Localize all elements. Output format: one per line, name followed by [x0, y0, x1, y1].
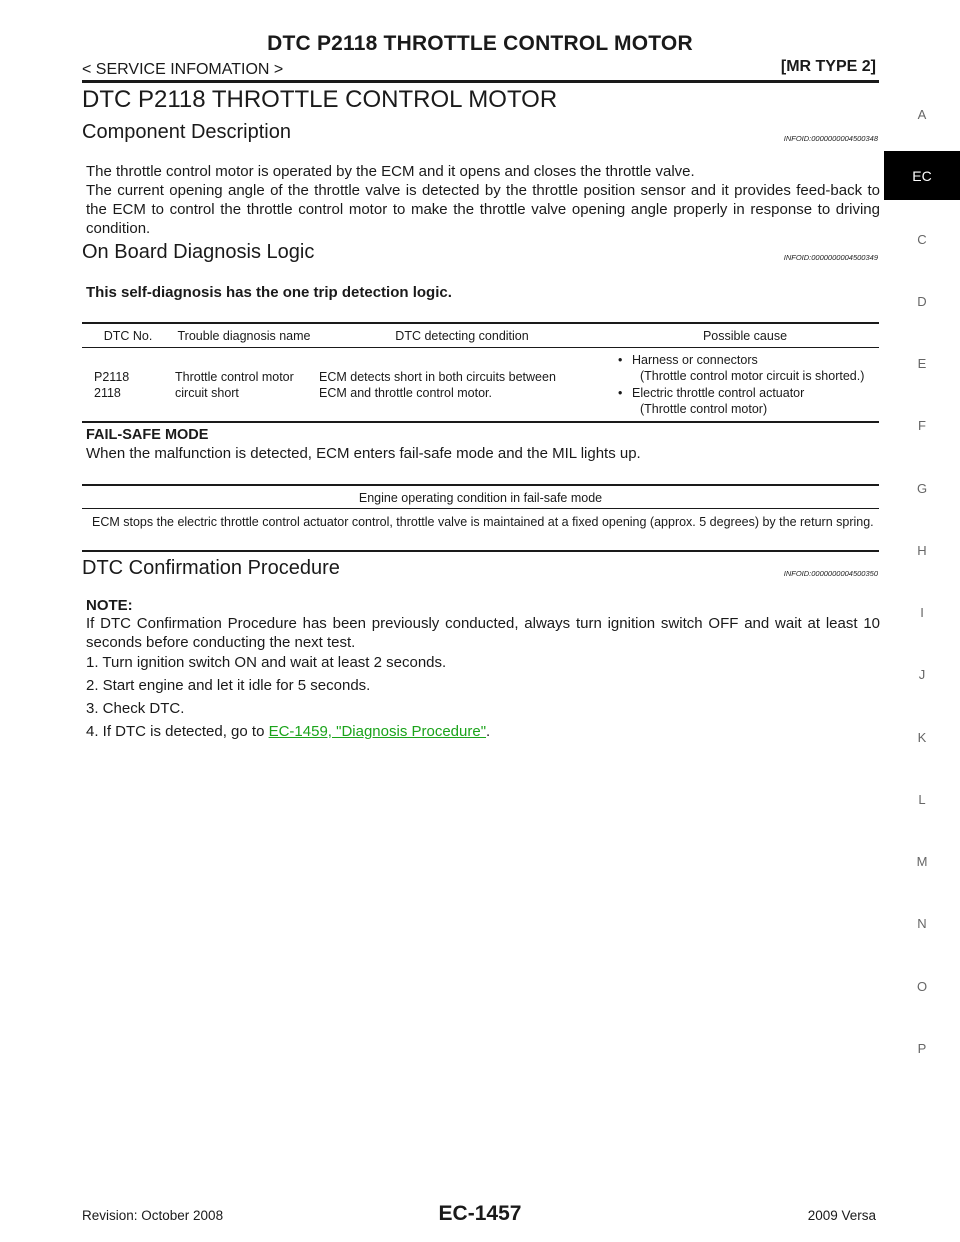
failsafe-table-bottom-rule [82, 550, 879, 552]
sidebar-tab-active[interactable]: EC [884, 151, 960, 200]
note-label: NOTE: [86, 597, 133, 614]
step-3: 3. Check DTC. [86, 700, 185, 717]
component-infoid: INFOID:0000000004500348 [783, 134, 878, 143]
footer-vehicle: 2009 Versa [807, 1208, 876, 1223]
fail-safe-text: When the malfunction is detected, ECM en… [86, 445, 641, 462]
sidebar-index-p[interactable]: P [917, 1041, 927, 1056]
sidebar-index-e[interactable]: E [917, 356, 927, 371]
dtc-table-header-cause: Possible cause [702, 329, 788, 343]
possible-cause-1-detail: (Throttle control motor circuit is short… [640, 369, 865, 383]
section-label: < SERVICE INFOMATION > [82, 61, 284, 78]
sidebar-index-l[interactable]: L [918, 792, 926, 807]
failsafe-table-top-rule [82, 484, 879, 486]
sidebar-index-g[interactable]: G [916, 481, 928, 496]
step-1: 1. Turn ignition switch ON and wait at l… [86, 654, 447, 671]
dtc-code-2: 2118 [94, 386, 121, 400]
sidebar-index-n[interactable]: N [917, 916, 927, 931]
page-header-title: DTC P2118 THROTTLE CONTROL MOTOR [267, 32, 693, 55]
trouble-name-1: Throttle control motor [175, 370, 294, 384]
model-label: [MR TYPE 2] [780, 58, 876, 75]
sidebar-index-h[interactable]: H [917, 543, 927, 558]
sidebar-index-a[interactable]: A [917, 107, 927, 122]
footer-revision: Revision: October 2008 [82, 1208, 224, 1223]
sidebar-index-j[interactable]: J [918, 667, 926, 682]
detect-condition-1: ECM detects short in both circuits betwe… [319, 370, 556, 384]
possible-cause-2-detail: (Throttle control motor) [640, 402, 768, 416]
possible-cause-1: Harness or connectors [632, 353, 758, 367]
dtc-table-top-rule [82, 322, 879, 324]
footer-page-number: EC-1457 [438, 1202, 522, 1225]
sidebar-index-d[interactable]: D [917, 294, 927, 309]
failsafe-table-row: ECM stops the electric throttle control … [92, 515, 874, 529]
note-text: If DTC Confirmation Procedure has been p… [86, 615, 880, 651]
bullet-icon: • [618, 386, 623, 400]
trouble-name-2: circuit short [175, 386, 239, 400]
header-rule [82, 80, 879, 83]
sidebar-index-m[interactable]: M [916, 854, 928, 869]
dtc-table-header-name: Trouble diagnosis name [177, 329, 311, 343]
step-2: 2. Start engine and let it idle for 5 se… [86, 677, 371, 694]
confirmation-infoid: INFOID:0000000004500350 [783, 569, 878, 578]
confirmation-title: DTC Confirmation Procedure [82, 557, 340, 579]
dtc-table-header-condition: DTC detecting condition [395, 329, 529, 343]
sidebar-index-f[interactable]: F [918, 418, 926, 433]
dtc-table-header-dtc: DTC No. [103, 329, 153, 343]
sidebar-index-k[interactable]: K [917, 730, 927, 745]
obd-title: On Board Diagnosis Logic [82, 241, 315, 263]
possible-cause-2: Electric throttle control actuator [632, 386, 805, 400]
detect-condition-2: ECM and throttle control motor. [319, 386, 492, 400]
main-heading: DTC P2118 THROTTLE CONTROL MOTOR [82, 86, 558, 113]
component-text-2: The current opening angle of the throttl… [86, 182, 880, 237]
obd-infoid: INFOID:0000000004500349 [783, 253, 878, 262]
diagnosis-procedure-link[interactable]: EC-1459, "Diagnosis Procedure" [268, 723, 487, 740]
step-4-prefix: 4. If DTC is detected, go to [86, 723, 269, 740]
obd-note: This self-diagnosis has the one trip det… [86, 284, 452, 301]
sidebar-index-o[interactable]: O [916, 979, 928, 994]
dtc-table-header-rule [82, 347, 879, 348]
component-description-title: Component Description [82, 121, 291, 143]
dtc-table-bottom-rule [82, 421, 879, 423]
sidebar-index-i[interactable]: I [920, 605, 924, 620]
fail-safe-title: FAIL-SAFE MODE [86, 427, 209, 443]
step-4-suffix: . [486, 723, 491, 740]
sidebar-index-c[interactable]: C [917, 232, 927, 247]
step-4: 4. If DTC is detected, go to EC-1459, "D… [86, 723, 490, 740]
failsafe-table-header: Engine operating condition in fail-safe … [358, 491, 603, 505]
failsafe-table-header-rule [82, 508, 879, 509]
bullet-icon: • [618, 353, 623, 367]
component-text-1: The throttle control motor is operated b… [86, 163, 695, 180]
dtc-code-1: P2118 [94, 370, 130, 384]
